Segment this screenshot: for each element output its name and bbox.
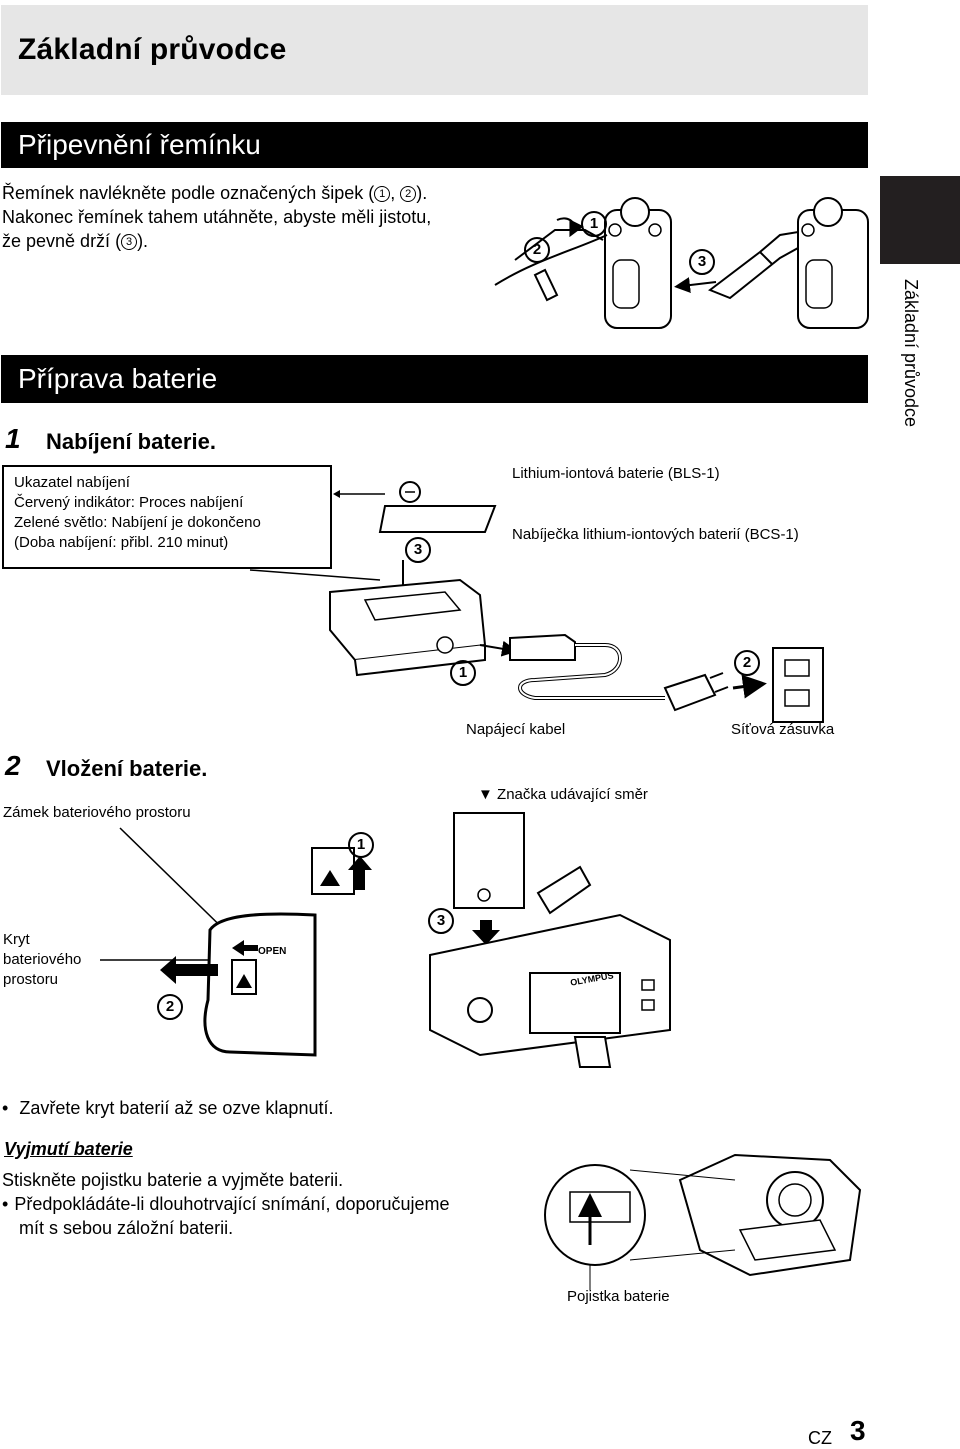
label-power-cable: Napájecí kabel — [466, 721, 566, 738]
side-tab-label: Základní průvodce — [901, 278, 921, 428]
removal-title: Vyjmutí baterie — [4, 1139, 133, 1159]
cover-label-line: prostoru — [3, 971, 59, 988]
side-tab-marker — [880, 176, 960, 264]
section-header-strap: Připevnění řemínku — [1, 122, 868, 168]
label-charger: Nabíječka lithium-iontových baterií (BCS… — [512, 526, 799, 543]
open-label: OPEN — [258, 946, 287, 957]
label-battery: Lithium-iontová baterie (BLS-1) — [512, 465, 720, 482]
direction-text: Značka udávající směr — [497, 786, 648, 803]
strap-marker-3: 3 — [689, 249, 715, 275]
section-header-battery: Příprava baterie — [1, 355, 868, 403]
step2-bullet: • Zavřete kryt baterií až se ozve klapnu… — [2, 1096, 333, 1120]
box-line: (Doba nabíjení: přibl. 210 minut) — [14, 534, 229, 551]
marker-1: 1 — [374, 186, 391, 202]
removal-text: Stiskněte pojistku baterie a vyjměte bat… — [2, 1170, 344, 1190]
page-title-bar: Základní průvodce — [1, 5, 868, 95]
strap-text-line1: Řemínek navlékněte podle označených šipe… — [2, 183, 375, 203]
section-title-battery: Příprava baterie — [18, 363, 218, 394]
marker-3: 3 — [121, 234, 138, 250]
page-number: 3 — [850, 1415, 866, 1446]
strap-text-line2: Nakonec řemínek tahem utáhněte, abyste m… — [2, 207, 432, 227]
battery-lock-illustration — [100, 827, 372, 1057]
box-line: Červený indikátor: Proces nabíjení — [14, 494, 244, 511]
label-battery-latch: Pojistka baterie — [567, 1288, 670, 1305]
removal-bullet-line2: mít s sebou záložní baterii. — [19, 1218, 234, 1238]
strap-marker-1: 1 — [581, 211, 607, 237]
section-title-strap: Připevnění řemínku — [18, 129, 261, 160]
strap-marker-2: 2 — [524, 237, 550, 263]
label-battery-lock: Zámek bateriového prostoru — [3, 804, 191, 821]
strap-text-line3-end: ). — [137, 231, 149, 251]
bullet-icon: • — [2, 1194, 9, 1214]
cover-label-line: bateriového — [3, 951, 82, 968]
label-outlet: Síťová zásuvka — [731, 721, 835, 738]
step-2-number: 2 — [5, 750, 21, 781]
step-1-title: Nabíjení baterie. — [46, 429, 216, 454]
step-2-title: Vložení baterie. — [46, 756, 208, 781]
strap-illustration-2 — [674, 197, 869, 329]
charger-marker-3: 3 — [405, 537, 431, 563]
bullet-text: Zavřete kryt baterií až se ozve klapnutí… — [19, 1098, 334, 1118]
charger-illustration — [249, 481, 824, 723]
insert-marker-3: 3 — [428, 908, 454, 934]
box-line: Zelené světlo: Nabíjení je dokončeno — [14, 514, 261, 531]
lock-marker-2: 2 — [157, 994, 183, 1020]
strap-instructions: Řemínek navlékněte podle označených šipe… — [2, 181, 502, 253]
strap-illustration-1 — [494, 197, 672, 329]
box-line: Ukazatel nabíjení — [14, 474, 130, 491]
page-title: Základní průvodce — [18, 33, 287, 66]
strap-text-end: ). — [416, 183, 428, 203]
strap-text-sep: , — [390, 183, 401, 203]
removal-bullet: •Předpokládáte-li dlouhotrvající snímání… — [2, 1192, 532, 1240]
charger-marker-2: 2 — [734, 650, 760, 676]
label-battery-cover: Kryt bateriového prostoru — [3, 930, 113, 990]
battery-removal-illustration — [544, 1153, 862, 1290]
marker-2: 2 — [400, 186, 417, 202]
label-direction-mark: ▼ Značka udávající směr — [478, 785, 648, 805]
lock-marker-1: 1 — [348, 832, 374, 858]
charging-indicator-box: Ukazatel nabíjení Červený indikátor: Pro… — [2, 465, 332, 569]
strap-text-line3: že pevně drží ( — [2, 231, 122, 251]
removal-bullet-line1: Předpokládáte-li dlouhotrvající snímání,… — [14, 1194, 450, 1214]
battery-insertion-illustration — [429, 812, 671, 1068]
cover-label-line: Kryt — [3, 931, 30, 948]
step-1-number: 1 — [5, 423, 21, 454]
footer-lang: CZ — [808, 1428, 832, 1448]
charger-marker-1: 1 — [450, 660, 476, 686]
bullet-icon: • — [2, 1098, 9, 1118]
direction-triangle-icon: ▼ — [478, 786, 493, 803]
